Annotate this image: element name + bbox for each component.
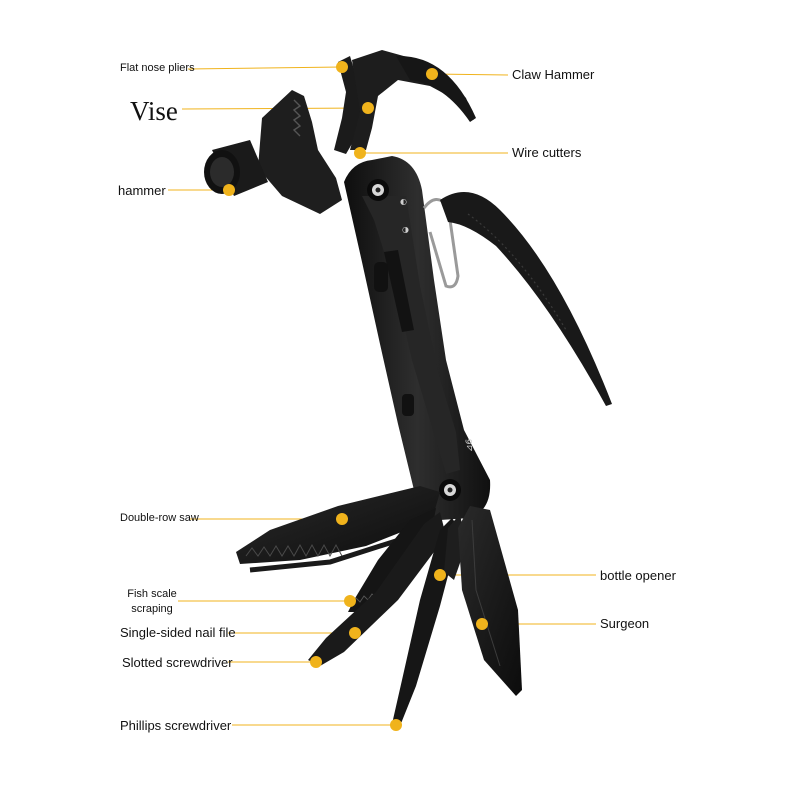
label-slotted-screwdriver: Slotted screwdriver	[122, 655, 233, 670]
label-phillips-screwdriver: Phillips screwdriver	[120, 718, 232, 733]
label-flat-nose-pliers: Flat nose pliers	[120, 62, 195, 74]
label-hammer: hammer	[118, 183, 166, 198]
plier-jaw-left	[334, 56, 362, 154]
fish-scale-scraper-blade	[348, 508, 436, 612]
svg-text:◐: ◐	[400, 197, 407, 206]
svg-text:⊿6: ⊿6	[465, 438, 475, 452]
callout-dots	[223, 61, 488, 731]
dot-vise	[362, 102, 374, 114]
dot-wire-cutters	[354, 147, 366, 159]
dot-flat-nose-pliers	[336, 61, 348, 73]
multitool-body: ⊿6 ◐ ◑	[204, 50, 612, 520]
claw-hammer-claw	[396, 55, 476, 122]
pivot-screw-top	[367, 179, 389, 201]
label-double-row-saw: Double-row saw	[120, 512, 199, 524]
dot-slotted-screwdriver	[310, 656, 322, 668]
dot-fish-scale	[344, 595, 356, 607]
fanned-tools	[236, 486, 522, 726]
label-wire-cutters: Wire cutters	[512, 145, 582, 160]
label-fish-scale-line1: Fish scale	[127, 588, 177, 600]
label-nail-file: Single-sided nail file	[120, 625, 236, 640]
dot-double-row-saw	[336, 513, 348, 525]
hammer-head	[204, 140, 268, 196]
dot-nail-file	[349, 627, 361, 639]
vise-jaw	[258, 90, 342, 214]
plier-jaw-right	[350, 50, 474, 150]
label-fish-scale-line2: scraping	[131, 603, 173, 615]
leader-flat-nose-pliers	[187, 66, 343, 70]
dot-phillips-screwdriver	[390, 719, 402, 731]
label-surgeon: Surgeon	[600, 616, 650, 631]
label-vise: Vise	[130, 96, 178, 126]
surgeon-knife-blade	[458, 506, 522, 696]
pivot-screw-bottom	[439, 479, 461, 501]
dot-bottle-opener	[434, 569, 446, 581]
nail-file-blade	[308, 512, 446, 666]
label-fish-scale-scraping: Fish scale scraping	[126, 588, 178, 615]
svg-text:◑: ◑	[402, 225, 409, 234]
dot-hammer	[223, 184, 235, 196]
dot-surgeon	[476, 618, 488, 630]
label-bottle-opener: bottle opener	[600, 568, 676, 583]
carabiner-clip	[422, 198, 460, 289]
label-claw-hammer: Claw Hammer	[512, 67, 595, 82]
dot-claw-hammer	[426, 68, 438, 80]
double-row-saw-blade	[236, 486, 440, 564]
handle-spike	[440, 192, 612, 406]
